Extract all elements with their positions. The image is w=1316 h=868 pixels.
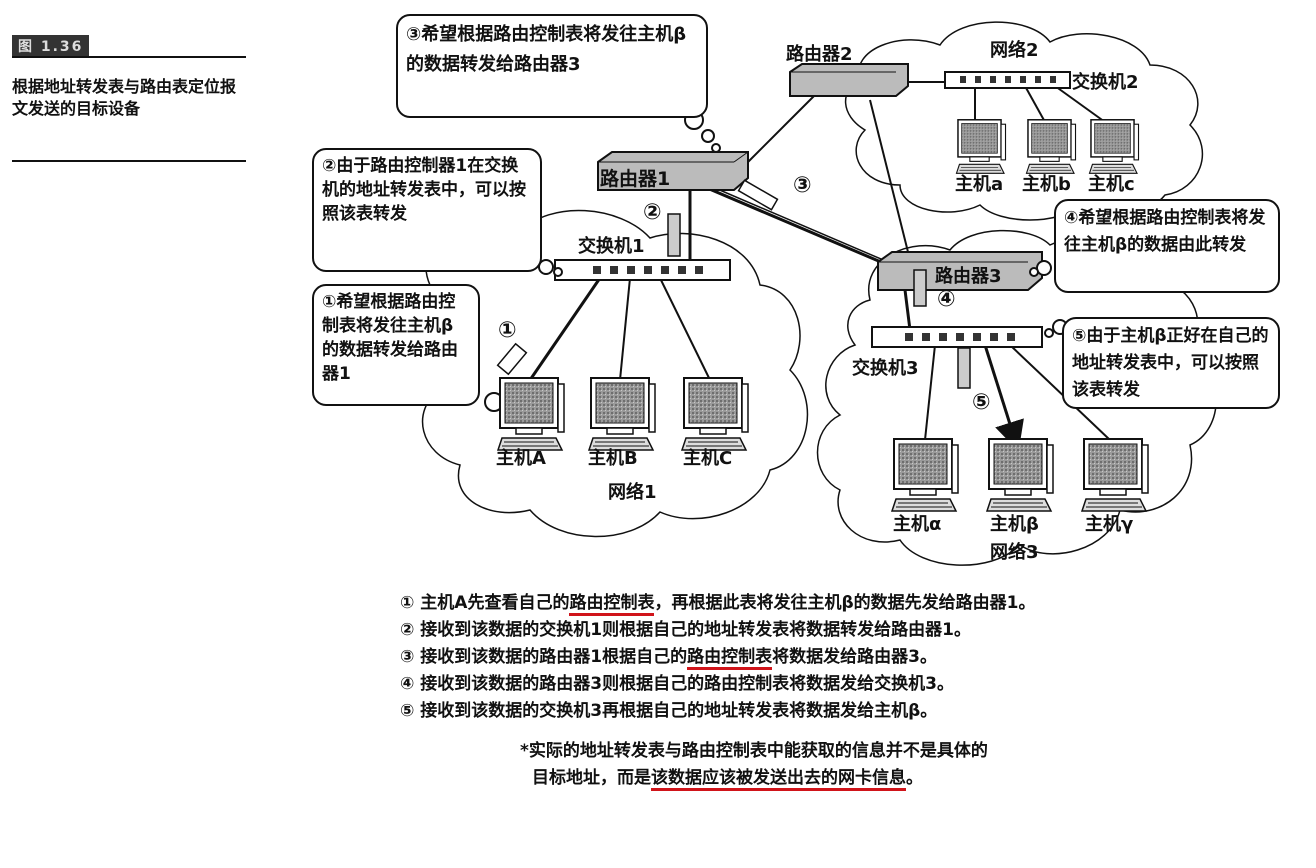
step-4: ④ 接收到该数据的路由器3则根据自己的路由控制表将数据发给交换机3。 bbox=[400, 674, 954, 694]
host-c-icon bbox=[1088, 119, 1140, 175]
router-2-icon bbox=[789, 63, 909, 97]
switch-3-icon bbox=[871, 326, 1043, 348]
network-3-label: 网络3 bbox=[990, 542, 1039, 563]
packet-step2-icon bbox=[667, 213, 681, 257]
bubble-step3: ③希望根据路由控制表将发往主机β的数据转发给路由器3 bbox=[396, 14, 708, 118]
host-c-label: 主机c bbox=[1088, 174, 1135, 195]
router-1-icon bbox=[597, 151, 749, 191]
host-b-label: 主机b bbox=[1022, 174, 1071, 195]
packet-step3-icon bbox=[737, 179, 779, 211]
host-gamma-label: 主机γ bbox=[1085, 514, 1134, 535]
marker-step5: ⑤ bbox=[972, 390, 991, 415]
marker-step2: ② bbox=[643, 200, 662, 225]
host-a-label: 主机a bbox=[955, 174, 1004, 195]
host-b-icon bbox=[1025, 119, 1077, 175]
packet-step4-icon bbox=[913, 269, 927, 307]
step-list: ① 主机A先查看自己的路由控制表，再根据此表将发往主机β的数据先发给路由器1。 … bbox=[400, 590, 1035, 725]
network-1-label: 网络1 bbox=[608, 482, 657, 503]
switch-2-icon bbox=[944, 71, 1071, 89]
host-beta-icon bbox=[986, 438, 1054, 512]
network-2-label: 网络2 bbox=[990, 40, 1039, 61]
host-beta-label: 主机β bbox=[990, 514, 1039, 535]
host-A-label: 主机A bbox=[496, 448, 546, 469]
marker-step1: ① bbox=[498, 318, 517, 343]
packet-step1-icon bbox=[496, 342, 528, 376]
host-alpha-icon bbox=[891, 438, 959, 512]
step-1: ① 主机A先查看自己的路由控制表，再根据此表将发往主机β的数据先发给路由器1。 bbox=[400, 590, 1035, 617]
host-B-label: 主机B bbox=[588, 448, 638, 469]
switch-2-label: 交换机2 bbox=[1072, 72, 1139, 93]
footnote-line-2: 目标地址，而是该数据应该被发送出去的网卡信息。 bbox=[520, 765, 988, 792]
bubble-step1: ①希望根据路由控制表将发往主机β的数据转发给路由器1 bbox=[312, 284, 480, 406]
host-C-icon bbox=[681, 377, 749, 451]
bubble-step4: ④希望根据路由控制表将发往主机β的数据由此转发 bbox=[1054, 199, 1280, 293]
figure-caption: 根据地址转发表与路由表定位报文发送的目标设备 bbox=[12, 77, 237, 118]
host-A-icon bbox=[497, 377, 565, 451]
step-5: ⑤ 接收到该数据的交换机3再根据自己的地址转发表将数据发给主机β。 bbox=[400, 701, 938, 721]
step-2: ② 接收到该数据的交换机1则根据自己的地址转发表将数据转发给路由器1。 bbox=[400, 620, 971, 640]
switch-1-label: 交换机1 bbox=[578, 236, 645, 257]
switch-3-label: 交换机3 bbox=[852, 358, 919, 379]
router-1-label: 路由器1 bbox=[600, 168, 671, 190]
host-alpha-label: 主机α bbox=[893, 514, 942, 535]
footnote-line-1: *实际的地址转发表与路由控制表中能获取的信息并不是具体的 bbox=[520, 741, 988, 761]
marker-step3: ③ bbox=[793, 173, 812, 198]
marker-step4: ④ bbox=[937, 287, 956, 312]
figure-rule-top bbox=[12, 56, 246, 58]
bubble-step5: ⑤由于主机β正好在自己的地址转发表中，可以按照该表转发 bbox=[1062, 317, 1280, 409]
router-3-label: 路由器3 bbox=[935, 266, 1002, 287]
packet-step5-icon bbox=[957, 347, 971, 389]
footnote: *实际的地址转发表与路由控制表中能获取的信息并不是具体的 目标地址，而是该数据应… bbox=[520, 738, 988, 792]
switch-1-icon bbox=[554, 259, 731, 281]
network-1-cloud bbox=[421, 209, 809, 538]
host-a-icon bbox=[955, 119, 1007, 175]
bubble-step2: ②由于路由控制器1在交换机的地址转发表中，可以按照该表转发 bbox=[312, 148, 542, 272]
host-B-icon bbox=[588, 377, 656, 451]
figure-rule-bottom bbox=[12, 160, 246, 162]
router-2-label: 路由器2 bbox=[786, 44, 853, 65]
figure-label: 图 1.36 bbox=[12, 35, 90, 57]
step-3: ③ 接收到该数据的路由器1根据自己的路由控制表将数据发给路由器3。 bbox=[400, 644, 1035, 671]
host-C-label: 主机C bbox=[683, 448, 733, 469]
host-gamma-icon bbox=[1081, 438, 1149, 512]
